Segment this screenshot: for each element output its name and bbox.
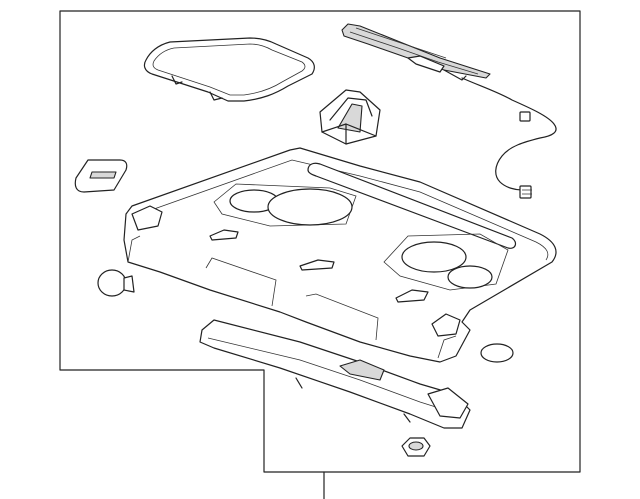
- lamp-wiring-harness: [461, 77, 557, 199]
- trim-handle: [74, 159, 128, 193]
- tray-bracket: [319, 89, 381, 145]
- high-mount-stop-lamp: [341, 23, 491, 81]
- nut-fastener: [401, 437, 431, 457]
- speaker-plug: [480, 343, 514, 363]
- push-pin-retainer: [97, 269, 135, 297]
- access-cover-panel: [143, 37, 315, 102]
- diagram-frame: [59, 10, 581, 473]
- package-tray-trim-panel: [123, 147, 557, 363]
- support-reinforcement: [199, 319, 471, 429]
